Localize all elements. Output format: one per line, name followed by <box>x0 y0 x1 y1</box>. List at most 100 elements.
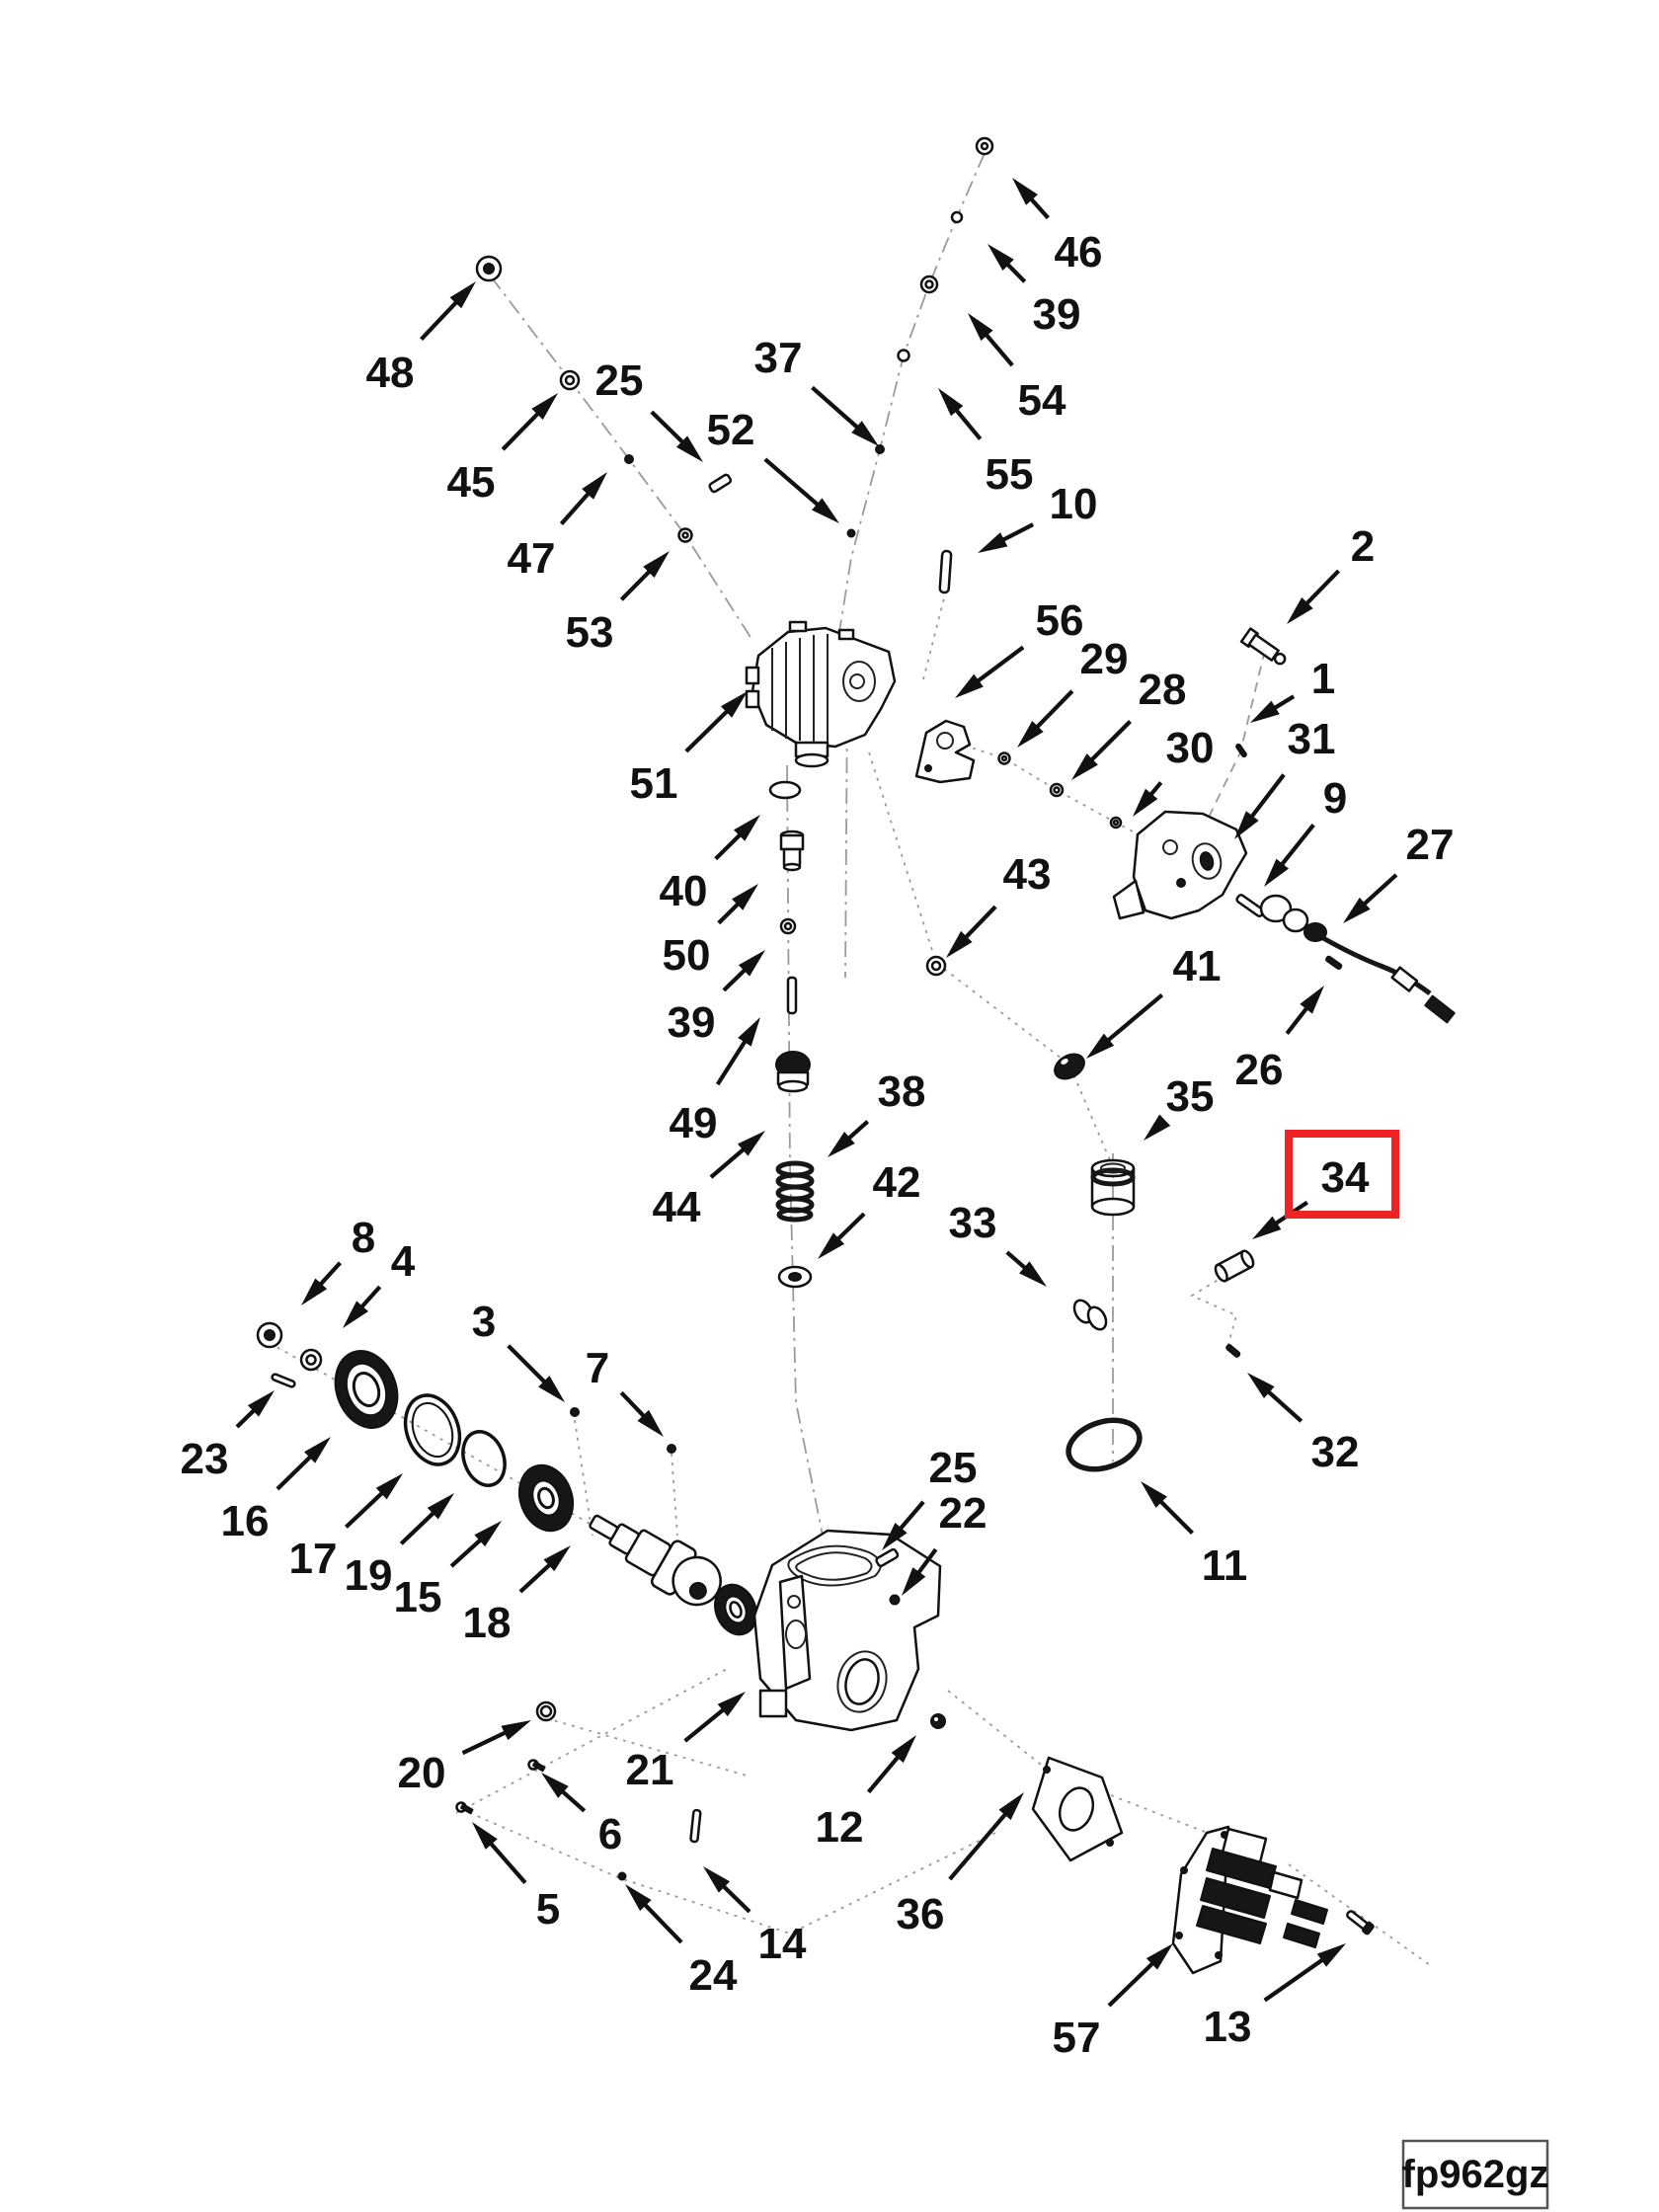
callout-42: 42 <box>818 1158 920 1259</box>
callout-8-number: 8 <box>352 1214 375 1262</box>
callout-3-number: 3 <box>472 1298 496 1346</box>
screw-part-22 <box>889 1594 901 1606</box>
ball-part-37 <box>875 444 885 454</box>
callout-17-arrowhead-icon <box>375 1473 403 1500</box>
callout-55-leader-line <box>951 405 983 440</box>
callout-4-number: 4 <box>391 1237 416 1286</box>
dowel-part-3 <box>570 1407 580 1417</box>
callout-32: 32 <box>1247 1373 1359 1476</box>
callout-32-arrowhead-icon <box>1247 1373 1275 1399</box>
callout-51-arrowhead-icon <box>720 691 748 718</box>
callout-39-mid-number: 39 <box>668 998 716 1047</box>
callout-25-top: 25 <box>595 356 703 462</box>
callout-56-arrowhead-icon <box>955 673 984 698</box>
bearing-part-18-seal <box>714 1583 757 1636</box>
pin-part-47 <box>624 454 634 464</box>
callout-45-number: 45 <box>447 458 496 507</box>
callout-40-leader-line <box>714 830 746 861</box>
gasket-part-36 <box>1031 1756 1124 1862</box>
callout-15-number: 15 <box>394 1573 442 1621</box>
dowel-part-24 <box>617 1871 627 1881</box>
callout-4-arrowhead-icon <box>343 1301 368 1328</box>
callout-2-arrowhead-icon <box>1287 596 1313 624</box>
callout-23-number: 23 <box>181 1435 229 1483</box>
o-ring-part-40 <box>768 780 802 800</box>
callout-20-arrowhead-icon <box>501 1720 531 1741</box>
ring-part-19 <box>461 1430 507 1487</box>
callout-22-number: 22 <box>939 1489 988 1538</box>
callout-35-arrowhead-icon <box>1144 1114 1171 1141</box>
callout-46: 46 <box>1012 178 1102 276</box>
washer-part-45 <box>559 369 581 391</box>
callout-5-arrowhead-icon <box>472 1822 498 1850</box>
callout-20-number: 20 <box>398 1749 446 1797</box>
callout-17: 17 <box>289 1473 403 1583</box>
callout-28-number: 28 <box>1139 666 1187 714</box>
nut-part-8 <box>256 1321 283 1349</box>
oil-seal-part-16 <box>334 1350 399 1429</box>
callout-3-leader-line <box>507 1344 550 1387</box>
callout-29-leader-line <box>1032 689 1074 733</box>
callout-53-arrowhead-icon <box>643 551 670 578</box>
callout-48-number: 48 <box>366 349 415 397</box>
callout-31-arrowhead-icon <box>1234 811 1259 839</box>
callout-14-arrowhead-icon <box>703 1866 731 1893</box>
screw-part-13 <box>1346 1910 1375 1936</box>
callout-15-leader-line <box>449 1535 486 1568</box>
callout-44: 44 <box>653 1131 765 1231</box>
nut-part-12 <box>930 1713 946 1729</box>
callout-41-number: 41 <box>1173 942 1222 990</box>
callout-24-arrowhead-icon <box>625 1884 652 1912</box>
callout-52-number: 52 <box>707 406 755 454</box>
callout-53: 53 <box>566 551 670 657</box>
callout-27-number: 27 <box>1406 821 1455 869</box>
o-ring-part-39-mid <box>779 917 797 935</box>
callout-40: 40 <box>660 815 760 915</box>
unloader-spool-part-27 <box>1259 894 1456 1024</box>
callout-46-arrowhead-icon <box>1012 178 1038 205</box>
callout-26-number: 26 <box>1235 1046 1284 1094</box>
callout-21-arrowhead-icon <box>717 1692 746 1717</box>
callout-1: 1 <box>1250 655 1335 723</box>
callout-44-number: 44 <box>653 1183 701 1231</box>
o-ring-part-20 <box>535 1700 557 1722</box>
callout-27-arrowhead-icon <box>1343 897 1371 923</box>
callout-10: 10 <box>978 480 1097 553</box>
callout-10-leader-line <box>997 522 1035 544</box>
screw-part-26 <box>1325 955 1343 971</box>
callout-14-leader-line <box>718 1881 751 1914</box>
callout-52-arrowhead-icon <box>812 498 839 523</box>
o-ring-part-43 <box>925 955 947 977</box>
callout-36-arrowhead-icon <box>998 1792 1024 1821</box>
callout-39-mid: 39 <box>668 950 765 1047</box>
callout-40-arrowhead-icon <box>734 815 760 841</box>
callout-2-number: 2 <box>1351 522 1375 571</box>
callout-39-top-arrowhead-icon <box>988 244 1014 271</box>
callout-23-arrowhead-icon <box>247 1390 275 1417</box>
callout-42-arrowhead-icon <box>818 1232 845 1259</box>
callout-56-leader-line <box>972 645 1025 686</box>
washer-part-30 <box>1109 816 1123 830</box>
callout-48-leader-line <box>420 296 462 342</box>
callout-38-number: 38 <box>878 1067 926 1116</box>
valve-assembly-part-57 <box>1171 1825 1328 1975</box>
callout-37-number: 37 <box>754 334 803 382</box>
callout-18-arrowhead-icon <box>543 1545 571 1572</box>
callout-12: 12 <box>816 1735 916 1852</box>
callout-12-leader-line <box>866 1752 904 1794</box>
washer-part-17 <box>403 1393 462 1466</box>
callout-39-top: 39 <box>988 244 1080 339</box>
callout-29-arrowhead-icon <box>1017 720 1044 748</box>
callout-56: 56 <box>955 596 1083 698</box>
callout-23: 23 <box>181 1390 275 1483</box>
callout-34-arrowhead-icon <box>1252 1216 1282 1239</box>
callout-55-arrowhead-icon <box>938 388 964 417</box>
callout-50-number: 50 <box>663 931 711 980</box>
crankshaft-part-18 <box>589 1514 757 1636</box>
callout-57-number: 57 <box>1053 2014 1101 2062</box>
callout-19-arrowhead-icon <box>427 1493 454 1520</box>
callout-6: 6 <box>541 1773 622 1858</box>
callout-25-top-number: 25 <box>595 356 644 405</box>
callout-25-bottom: 25 <box>882 1444 977 1550</box>
